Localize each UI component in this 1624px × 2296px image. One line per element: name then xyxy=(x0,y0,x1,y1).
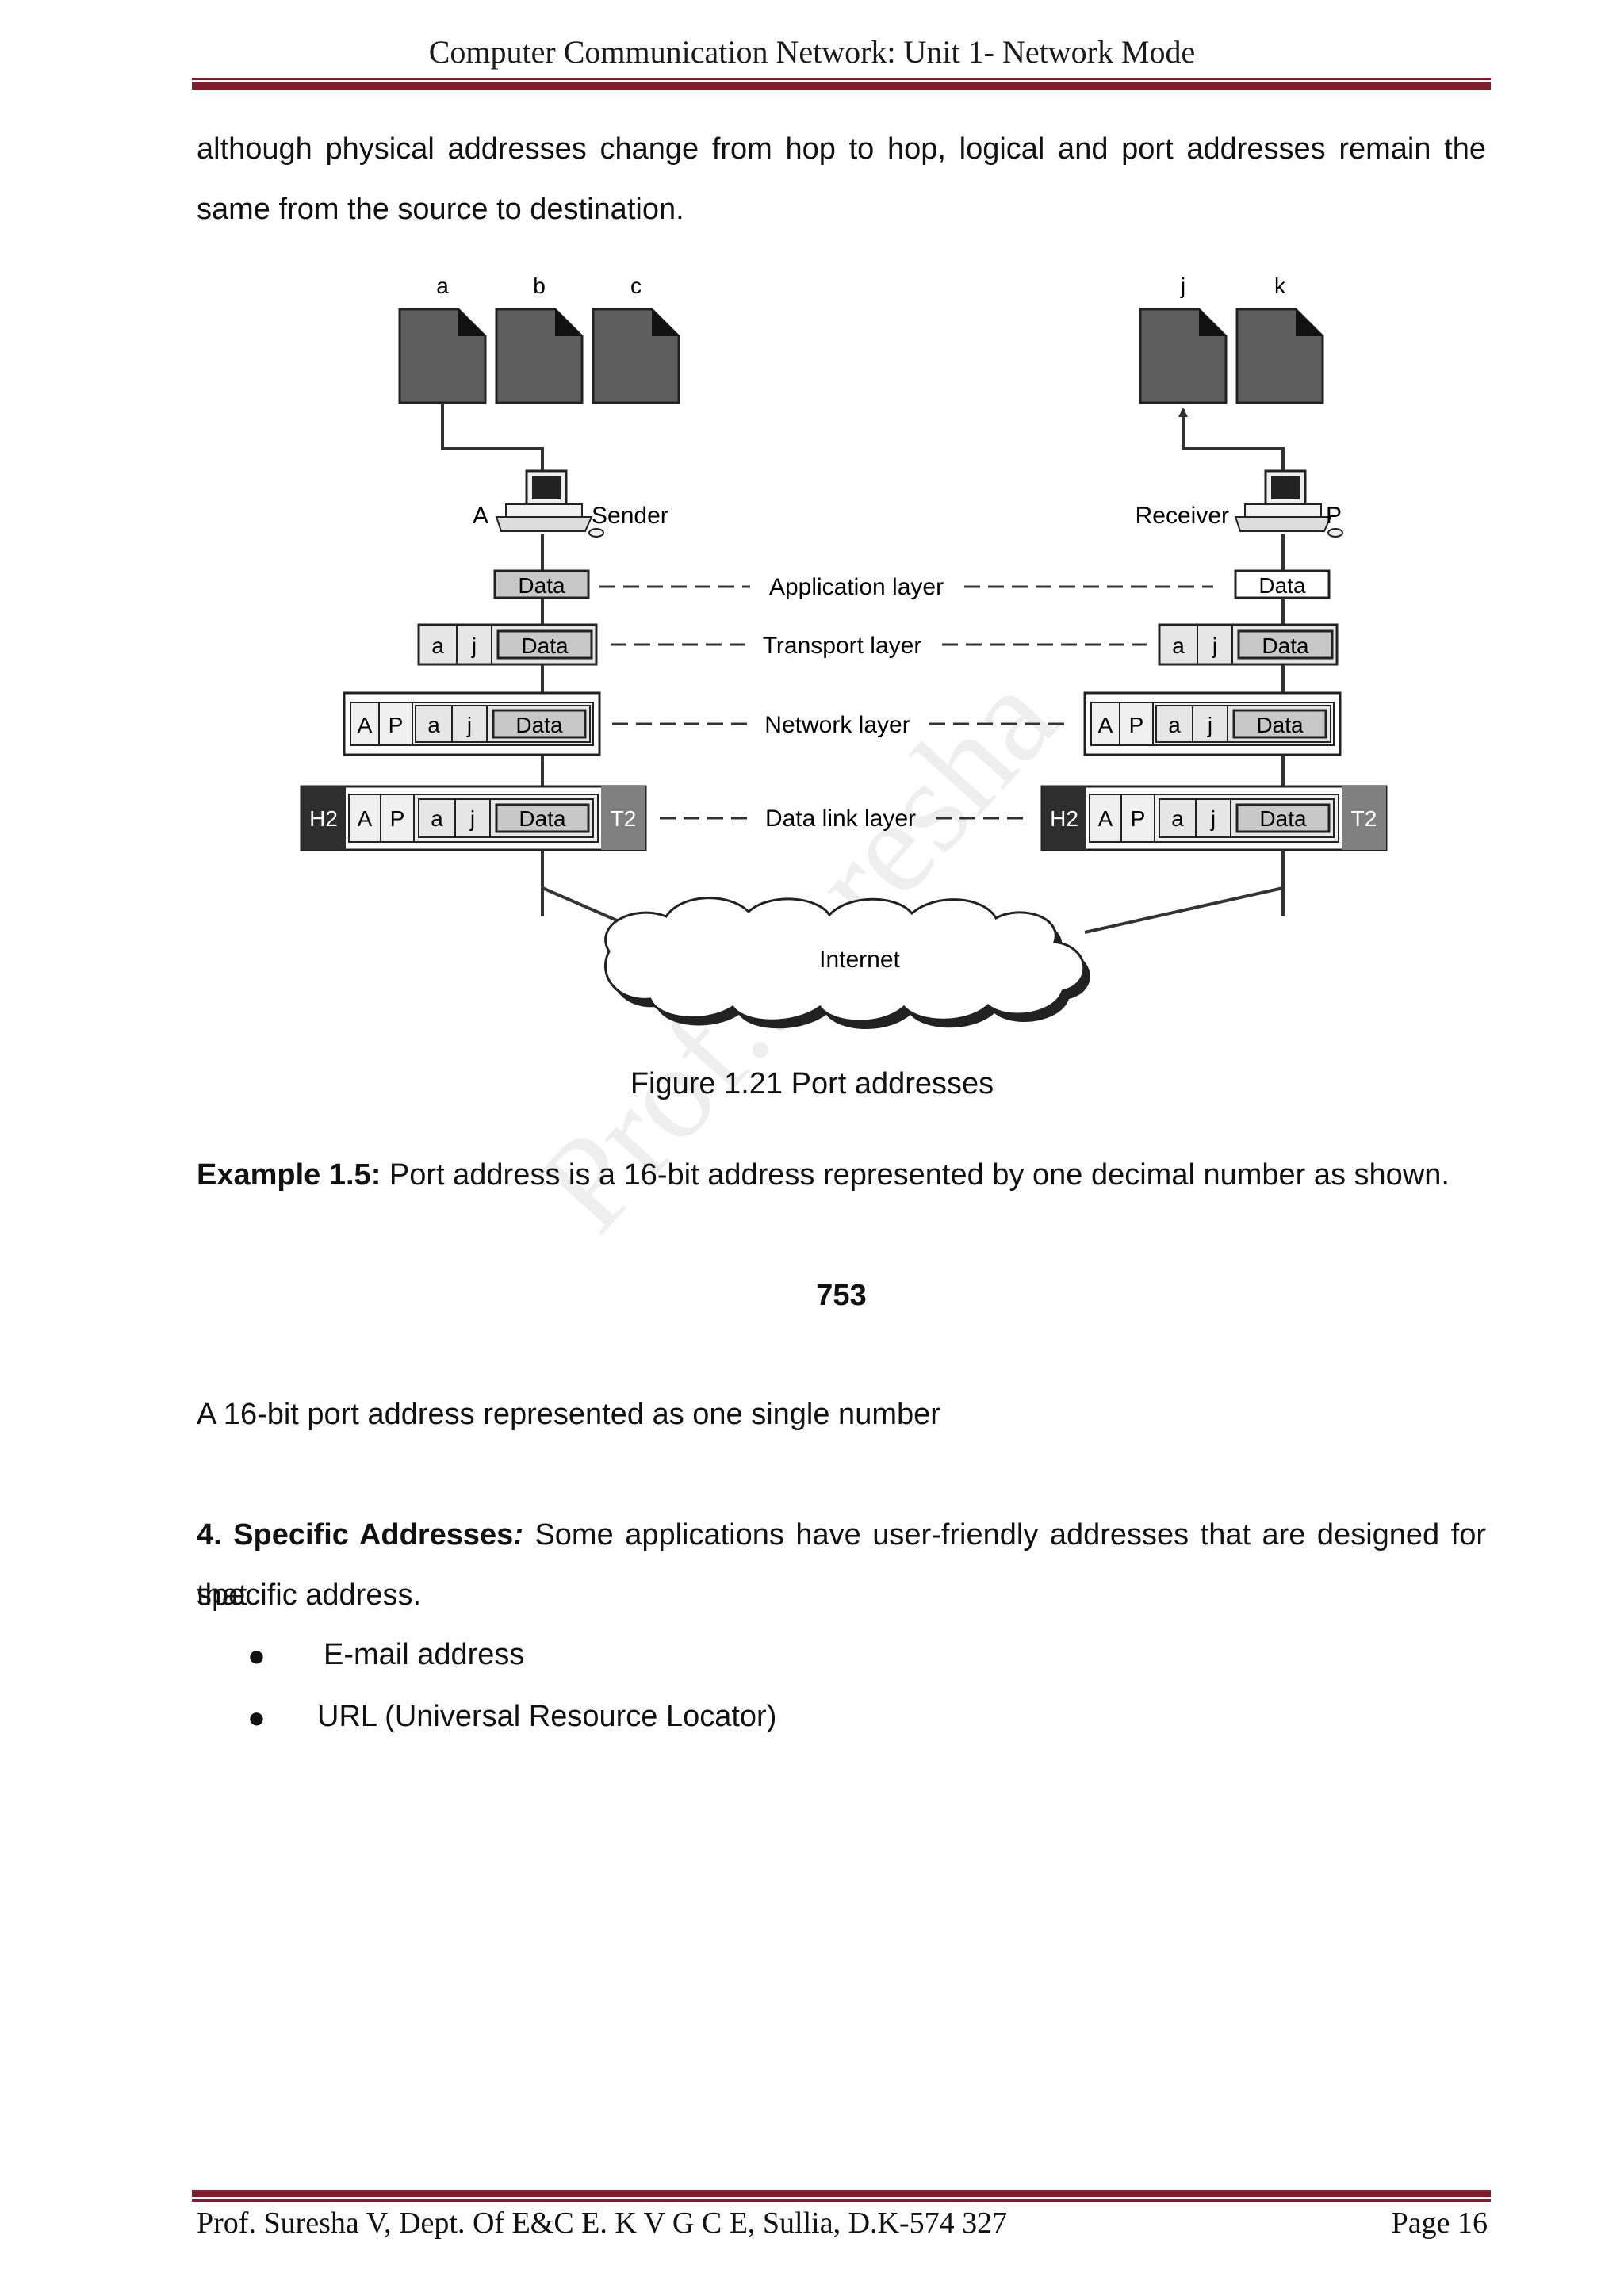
application-layer-label: Application layer xyxy=(769,574,944,600)
diagram-label: Data xyxy=(518,573,565,598)
diagram-label: a xyxy=(1168,713,1181,737)
figure-caption: Figure 1.21 Port addresses xyxy=(630,1067,994,1100)
footer-rule-thin xyxy=(192,2199,1491,2202)
file-label-j: j xyxy=(1180,274,1185,298)
receiver-application-packet: Data xyxy=(1234,569,1331,599)
receiver-label: Receiver xyxy=(1136,503,1229,529)
header-rule-thick xyxy=(192,82,1491,90)
datalink-layer-label: Data link layer xyxy=(765,806,916,832)
file-icon-a: a xyxy=(398,274,487,404)
sender-datalink-frame: H2 A P a j Data T2 xyxy=(300,785,647,851)
diagram-label: A xyxy=(1098,806,1113,831)
diagram-label: Data xyxy=(521,633,569,658)
file-icon-k: k xyxy=(1235,274,1324,404)
sender-label: Sender xyxy=(592,503,668,529)
intro-line-1: although physical addresses change from … xyxy=(197,132,1486,166)
internet-cloud-icon xyxy=(603,897,1090,1030)
diagram-label: P xyxy=(1129,713,1144,737)
diagram-label: Data xyxy=(1259,806,1307,831)
port-addresses-figure: a b c j k A Sender Receiver xyxy=(300,274,1388,1030)
receiver-network-packet: A P a j Data xyxy=(1083,691,1342,756)
example-text: Port address is a 16-bit address represe… xyxy=(381,1158,1450,1192)
diagram-label: a xyxy=(431,806,443,831)
sender-to-internet-arrow xyxy=(541,850,631,928)
file-icon-c: c xyxy=(592,274,680,404)
bullet-icon: ● xyxy=(247,1640,266,1673)
file-icon-b: b xyxy=(495,274,584,404)
diagram-label: P xyxy=(390,806,405,831)
example-paragraph: Example 1.5: Port address is a 16-bit ad… xyxy=(197,1145,1486,1205)
header-rule-thin xyxy=(192,78,1491,80)
file-icon-j: j xyxy=(1139,274,1228,404)
specific-label: 4. Specific Addresses xyxy=(197,1518,514,1552)
example-label: Example 1.5: xyxy=(197,1158,381,1192)
specific-colon: : xyxy=(513,1518,523,1552)
example-note: A 16-bit port address represented as one… xyxy=(197,1398,940,1431)
sender-computer-icon xyxy=(495,469,604,538)
sender-application-packet: Data xyxy=(493,569,590,599)
diagram-label: H2 xyxy=(309,806,338,831)
sender-network-packet: A P a j Data xyxy=(343,691,601,756)
file-label-k: k xyxy=(1274,274,1286,298)
receiver-logical-address: P xyxy=(1326,503,1342,529)
receiver-to-internet-line xyxy=(1084,850,1285,934)
receiver-datalink-frame: H2 A P a j Data T2 xyxy=(1040,785,1388,851)
diagram-label: j xyxy=(466,713,472,737)
diagram-label: j xyxy=(469,806,475,831)
file-label-c: c xyxy=(630,274,642,298)
diagram-label: a xyxy=(427,713,440,737)
diagram-label: Data xyxy=(1256,713,1304,737)
diagram-label: P xyxy=(389,713,404,737)
diagram-label: H2 xyxy=(1050,806,1078,831)
diagram-label: a xyxy=(1172,633,1185,658)
footer-page-number: Page 16 xyxy=(1391,2206,1488,2240)
diagram-label: T2 xyxy=(611,806,637,831)
file-label-b: b xyxy=(533,274,546,298)
specific-paragraph-line2: specific address. xyxy=(197,1578,422,1612)
footer-author: Prof. Suresha V, Dept. Of E&C E. K V G C… xyxy=(197,2206,1008,2240)
sender-transport-packet: a j Data xyxy=(417,623,598,666)
example-number: 753 xyxy=(816,1279,867,1312)
diagram-label: A xyxy=(358,806,373,831)
receiver-computer-icon xyxy=(1234,469,1343,538)
sender-logical-address: A xyxy=(473,503,488,529)
page-header-title: Computer Communication Network: Unit 1- … xyxy=(428,34,1196,70)
diagram-label: A xyxy=(358,713,373,737)
bullet-item-url: URL (Universal Resource Locator) xyxy=(317,1700,777,1733)
diagram-label: j xyxy=(1207,713,1212,737)
diagram-label: j xyxy=(1210,806,1216,831)
diagram-label: Data xyxy=(1262,633,1309,658)
bullet-icon: ● xyxy=(247,1701,266,1735)
diagram-label: Data xyxy=(519,806,566,831)
network-layer-label: Network layer xyxy=(764,712,910,738)
diagram-label: j xyxy=(471,633,477,658)
file-label-a: a xyxy=(436,274,449,298)
bullet-item-email: E-mail address xyxy=(324,1638,525,1671)
diagram-label: Data xyxy=(1258,573,1306,598)
internet-label: Internet xyxy=(819,947,900,973)
specific-text: Some applications have user-friendly add… xyxy=(197,1518,1486,1612)
diagram-label: T2 xyxy=(1351,806,1377,831)
diagram-label: P xyxy=(1131,806,1146,831)
diagram-label: j xyxy=(1212,633,1217,658)
diagram-label: Data xyxy=(515,713,563,737)
diagram-label: A xyxy=(1098,713,1113,737)
intro-line-2: same from the source to destination. xyxy=(197,193,684,226)
receiver-file-connector xyxy=(1178,408,1285,474)
diagram-label: a xyxy=(1171,806,1184,831)
footer-rule-thick xyxy=(192,2190,1491,2197)
specific-paragraph-line1: 4. Specific Addresses: Some applications… xyxy=(197,1505,1486,1625)
transport-layer-label: Transport layer xyxy=(763,633,922,659)
sender-file-connector xyxy=(441,404,544,474)
diagram-label: a xyxy=(431,633,444,658)
receiver-transport-packet: a j Data xyxy=(1158,623,1339,666)
